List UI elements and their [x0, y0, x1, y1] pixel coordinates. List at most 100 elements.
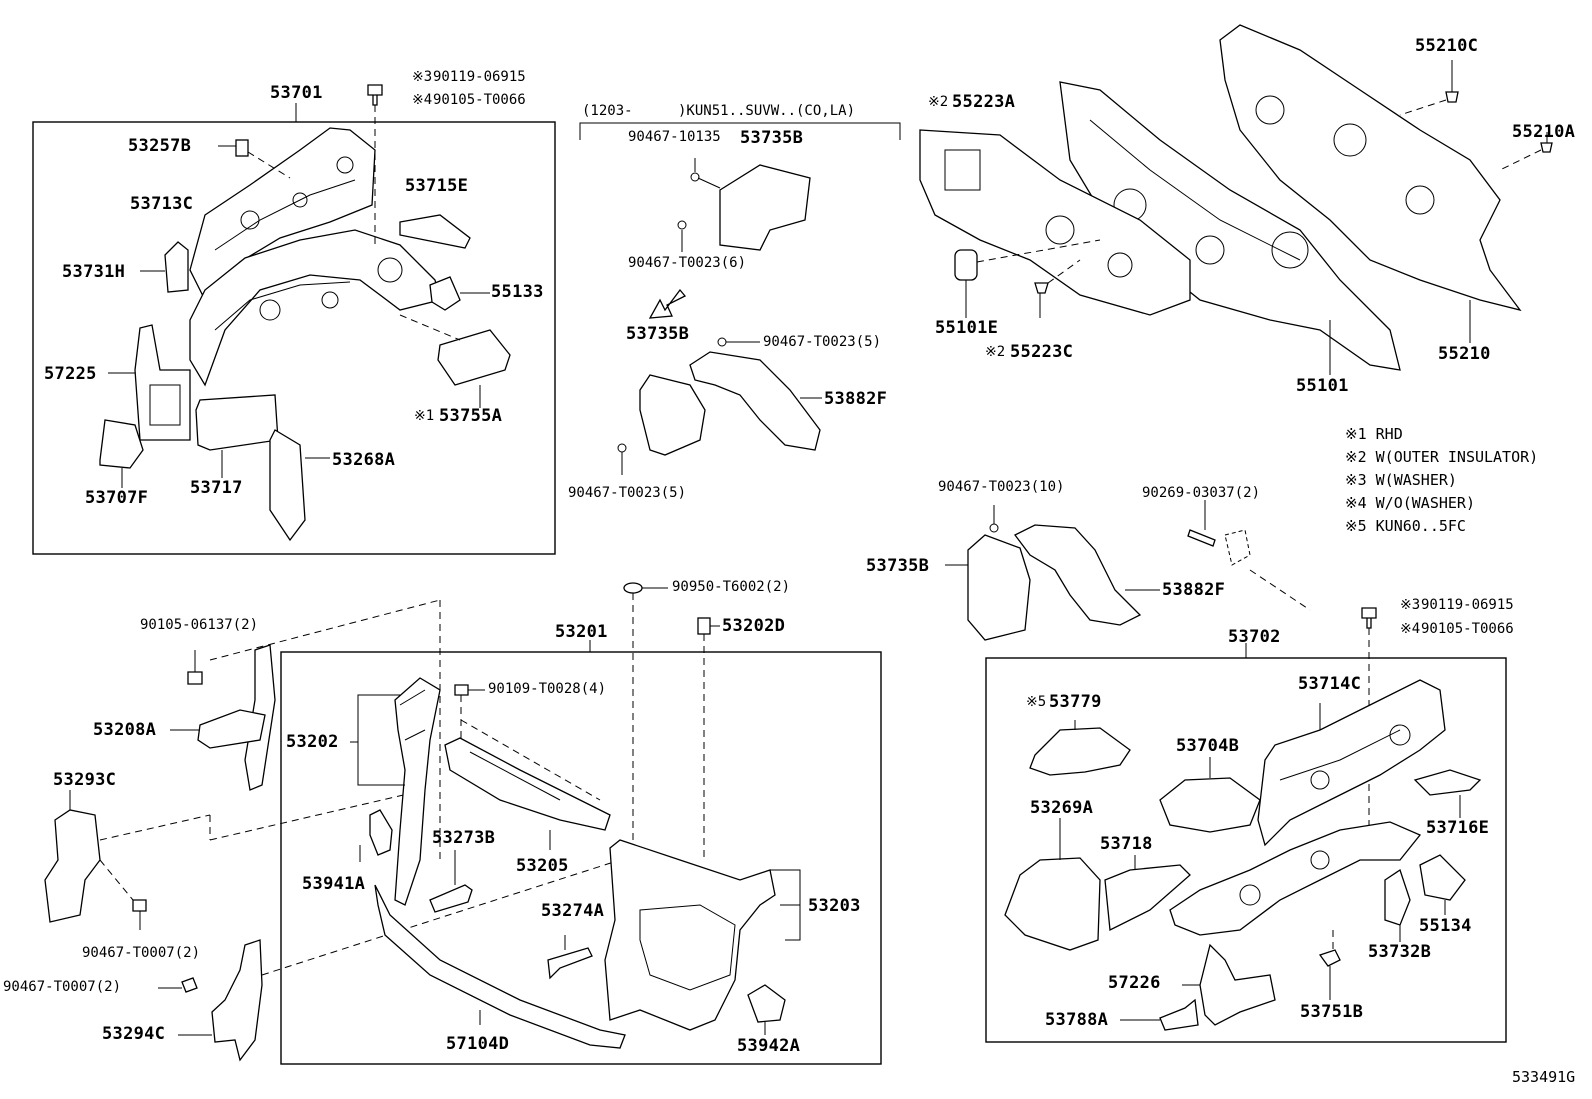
- label-55101e[interactable]: 55101E: [935, 318, 999, 338]
- part-53755a[interactable]: [437, 329, 511, 386]
- label-53751b[interactable]: 53751B: [1300, 1002, 1364, 1022]
- label-90105-06137[interactable]: 90105-06137(2): [140, 617, 259, 633]
- label-90467-10135[interactable]: 90467-10135: [628, 129, 721, 145]
- label-53882f-right[interactable]: 53882F: [1162, 580, 1226, 600]
- wheel-apron-53702[interactable]: [1169, 821, 1422, 936]
- part-53731h[interactable]: [164, 241, 189, 293]
- insulator-53735b-lower[interactable]: [639, 374, 706, 456]
- part-53274a[interactable]: [547, 947, 593, 980]
- label-90119-06915-lower[interactable]: 90119-06915: [1421, 597, 1514, 613]
- label-53716e[interactable]: 53716E: [1426, 818, 1490, 838]
- part-55134[interactable]: [1419, 854, 1466, 901]
- label-53274a[interactable]: 53274A: [541, 901, 605, 921]
- label-53735b-lower[interactable]: 53735B: [626, 324, 690, 344]
- label-53718[interactable]: 53718: [1100, 834, 1153, 854]
- wheel-apron-53701[interactable]: [189, 229, 441, 387]
- label-53202[interactable]: 53202: [286, 732, 339, 752]
- part-55133[interactable]: [429, 276, 461, 311]
- label-90109-t0028[interactable]: 90109-T0028(4): [488, 681, 607, 697]
- label-57104d[interactable]: 57104D: [446, 1034, 510, 1054]
- label-90119-06915-upper[interactable]: 90119-06915: [433, 69, 526, 85]
- part-53779[interactable]: [1029, 727, 1131, 776]
- label-53257b[interactable]: 53257B: [128, 136, 192, 156]
- label-53941a[interactable]: 53941A: [302, 874, 366, 894]
- label-53779[interactable]: 53779: [1049, 692, 1102, 712]
- part-53751b[interactable]: [1318, 949, 1341, 967]
- label-53731h[interactable]: 53731H: [62, 262, 126, 282]
- label-53702[interactable]: 53702: [1228, 627, 1281, 647]
- part-53293c[interactable]: [44, 809, 101, 923]
- label-53704b[interactable]: 53704B: [1176, 736, 1240, 756]
- label-53293c[interactable]: 53293C: [53, 770, 117, 790]
- dash-insulator-55223a[interactable]: [919, 129, 1191, 316]
- label-90467-t0007-a[interactable]: 90467-T0007(2): [82, 945, 201, 961]
- part-53941a[interactable]: [369, 809, 393, 856]
- insulator-53882f-upper[interactable]: [689, 351, 821, 451]
- label-55210a[interactable]: 55210A: [1512, 122, 1576, 142]
- label-57225[interactable]: 57225: [44, 364, 97, 384]
- label-90105-t0066-upper[interactable]: 90105-T0066: [433, 92, 526, 108]
- label-53205[interactable]: 53205: [516, 856, 569, 876]
- part-53704b[interactable]: [1159, 777, 1261, 833]
- label-53714c[interactable]: 53714C: [1298, 674, 1362, 694]
- part-53716e[interactable]: [1413, 769, 1482, 796]
- label-55223c[interactable]: 55223C: [1010, 342, 1074, 362]
- label-53269a[interactable]: 53269A: [1030, 798, 1094, 818]
- label-90269-03037[interactable]: 90269-03037(2): [1142, 485, 1261, 501]
- label-55101[interactable]: 55101: [1296, 376, 1349, 396]
- apron-upper-53714c[interactable]: [1257, 679, 1446, 847]
- label-90105-t0066-lower[interactable]: 90105-T0066: [1421, 621, 1514, 637]
- label-53294c[interactable]: 53294C: [102, 1024, 166, 1044]
- insulator-53882f-right[interactable]: [1014, 524, 1142, 626]
- label-53788a[interactable]: 53788A: [1045, 1010, 1109, 1030]
- side-member-53202[interactable]: [394, 677, 441, 906]
- part-57225[interactable]: [134, 324, 191, 441]
- label-90467-t0023-5-a[interactable]: 90467-T0023(5): [763, 334, 882, 350]
- part-53718[interactable]: [1104, 864, 1191, 932]
- dash-panel-55210[interactable]: [1219, 24, 1522, 312]
- part-57226[interactable]: [1199, 943, 1276, 1026]
- label-55223a[interactable]: 55223A: [952, 92, 1016, 112]
- part-53717[interactable]: [195, 394, 279, 451]
- label-53701[interactable]: 53701: [270, 83, 323, 103]
- label-53203[interactable]: 53203: [808, 896, 861, 916]
- part-53257b[interactable]: [235, 139, 249, 157]
- part-53273b[interactable]: [429, 884, 473, 913]
- label-90950-t6002[interactable]: 90950-T6002(2): [672, 579, 791, 595]
- upper-support-53205[interactable]: [444, 737, 611, 831]
- label-55210[interactable]: 55210: [1438, 344, 1491, 364]
- label-53755a[interactable]: 53755A: [439, 406, 503, 426]
- part-53732b[interactable]: [1384, 868, 1411, 926]
- part-55101e[interactable]: [954, 249, 978, 281]
- label-53715e[interactable]: 53715E: [405, 176, 469, 196]
- label-57226[interactable]: 57226: [1108, 973, 1161, 993]
- label-53717[interactable]: 53717: [190, 478, 243, 498]
- part-53707f[interactable]: [99, 419, 144, 469]
- label-53208a[interactable]: 53208A: [93, 720, 157, 740]
- part-53294c[interactable]: [211, 939, 263, 1062]
- lower-crossbar-57104d[interactable]: [374, 884, 626, 1049]
- label-90467-t0007-b[interactable]: 90467-T0007(2): [3, 979, 122, 995]
- label-90467-t0023-6[interactable]: 90467-T0023(6): [628, 255, 747, 271]
- insulator-53735b-upper[interactable]: [719, 164, 811, 251]
- label-53942a[interactable]: 53942A: [737, 1036, 801, 1056]
- label-53882f-upper[interactable]: 53882F: [824, 389, 888, 409]
- part-53942a[interactable]: [747, 984, 786, 1023]
- label-53202d[interactable]: 53202D: [722, 616, 786, 636]
- label-90467-t0023-5-b[interactable]: 90467-T0023(5): [568, 485, 687, 501]
- label-53273b[interactable]: 53273B: [432, 828, 496, 848]
- radiator-support-53203[interactable]: [604, 839, 776, 1031]
- label-53268a[interactable]: 53268A: [332, 450, 396, 470]
- label-90467-t0023-10[interactable]: 90467-T0023(10): [938, 479, 1065, 495]
- part-53269a[interactable]: [1004, 857, 1101, 951]
- label-53732b[interactable]: 53732B: [1368, 942, 1432, 962]
- label-53735b-upper[interactable]: 53735B: [740, 128, 804, 148]
- part-53202d[interactable]: [697, 617, 711, 635]
- label-53201[interactable]: 53201: [555, 622, 608, 642]
- insulator-53735b-right[interactable]: [967, 534, 1031, 641]
- part-53788a[interactable]: [1159, 998, 1199, 1031]
- label-53735b-right[interactable]: 53735B: [866, 556, 930, 576]
- part-53715e[interactable]: [399, 214, 471, 249]
- label-55134[interactable]: 55134: [1419, 916, 1472, 936]
- label-53713c[interactable]: 53713C: [130, 194, 194, 214]
